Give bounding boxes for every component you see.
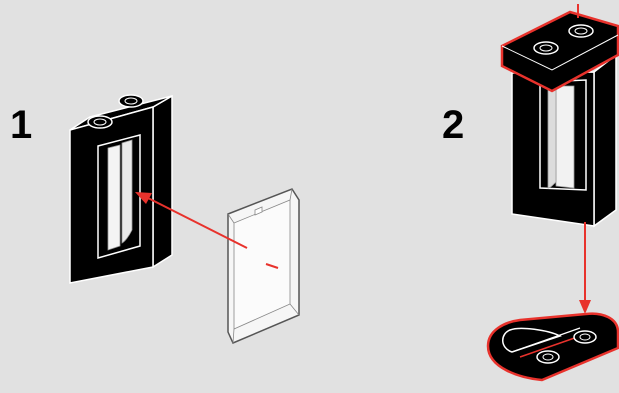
step-2-bottom-plate [488,314,618,380]
step-2-arrow [579,222,591,314]
step-1-glass-pane [228,189,299,343]
step-1-window-frame [70,95,172,283]
